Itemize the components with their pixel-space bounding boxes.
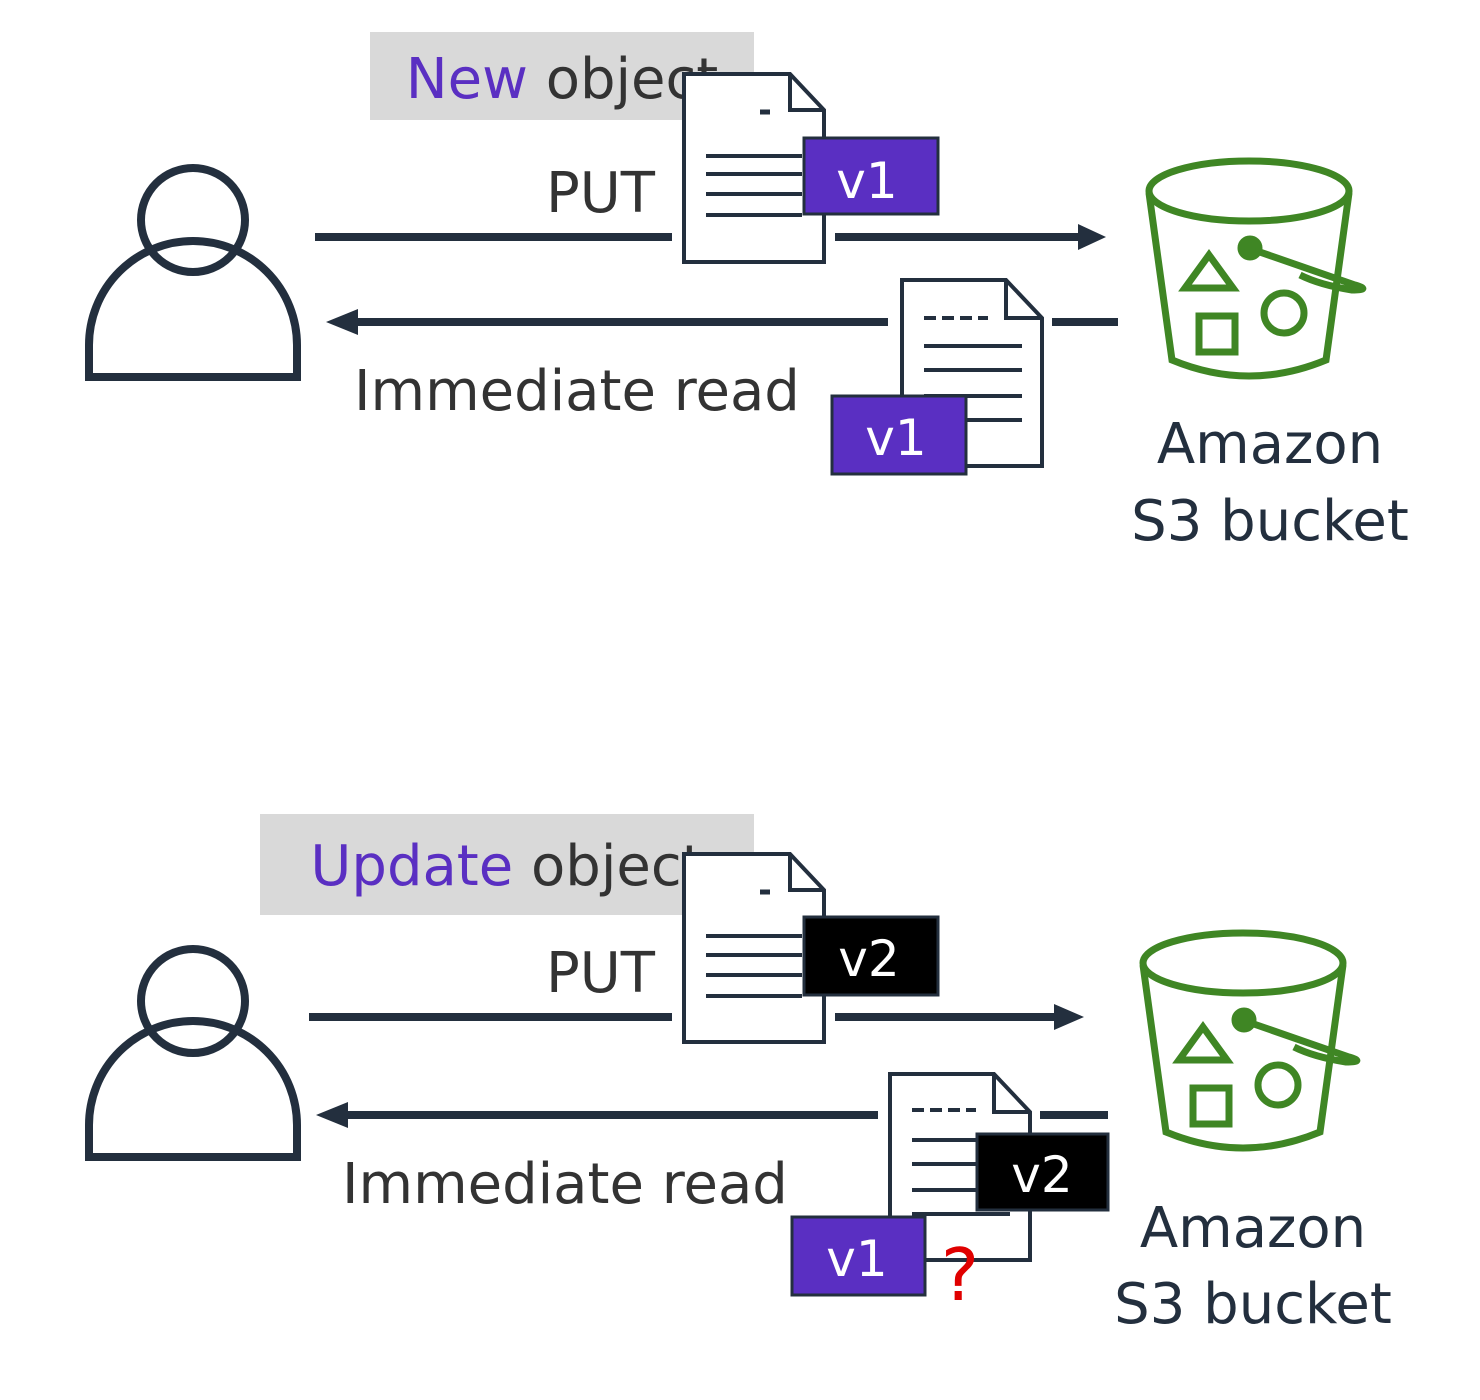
s3-bucket-icon — [1139, 929, 1361, 1152]
document-icon — [682, 72, 826, 264]
s3-bucket-icon — [1145, 157, 1367, 380]
version-badge-v1: v1 — [790, 1215, 927, 1297]
put-arrow — [309, 1004, 1084, 1030]
svg-text:v2: v2 — [838, 930, 899, 988]
user-icon — [85, 164, 301, 381]
read-arrow — [316, 1102, 1108, 1128]
scenario-new-object: New object PUT v1 — [85, 32, 1409, 554]
svg-text:v1: v1 — [836, 152, 897, 210]
label-rest: object — [513, 834, 703, 899]
svg-text:New object: New object — [406, 47, 719, 112]
svg-text:v2: v2 — [1011, 1146, 1072, 1204]
svg-text:v1: v1 — [865, 409, 926, 467]
version-badge-v1: v1 — [802, 136, 940, 216]
bucket-label-line1: Amazon — [1140, 1196, 1366, 1261]
label-highlight: Update — [310, 834, 513, 899]
label-highlight: New — [406, 47, 528, 112]
svg-text:Update object: Update object — [310, 834, 703, 899]
scenario-update-object: Update object PUT v2 — [85, 814, 1392, 1337]
version-badge-v1: v1 — [830, 394, 968, 476]
version-badge-v2: v2 — [802, 915, 940, 997]
bucket-label-line2: S3 bucket — [1114, 1272, 1392, 1337]
read-arrow — [326, 309, 1118, 335]
update-object-label: Update object — [260, 814, 754, 915]
svg-text:v1: v1 — [826, 1230, 887, 1288]
document-icon — [682, 852, 826, 1044]
put-label: PUT — [546, 161, 656, 226]
read-label: Immediate read — [354, 359, 800, 424]
bucket-label-line1: Amazon — [1157, 412, 1383, 477]
put-label: PUT — [546, 941, 656, 1006]
put-arrow — [315, 224, 1106, 250]
version-badge-v2: v2 — [975, 1132, 1110, 1212]
user-icon — [85, 945, 301, 1161]
read-label: Immediate read — [342, 1152, 788, 1217]
uncertain-question-mark: ? — [941, 1233, 979, 1317]
bucket-label-line2: S3 bucket — [1131, 489, 1409, 554]
